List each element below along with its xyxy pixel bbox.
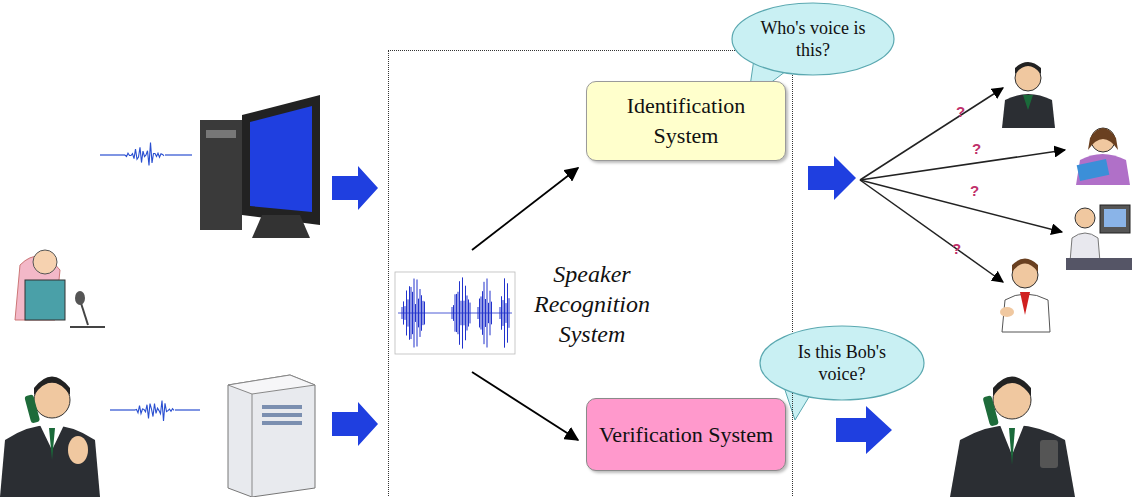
identification-box: Identification System (586, 81, 786, 161)
system-name: Identification System (598, 91, 774, 151)
candidate-person (1000, 259, 1050, 333)
waveform (125, 143, 164, 166)
claimed-speaker (950, 377, 1075, 497)
speech-bubble: Is this Bob's voice? (759, 325, 925, 401)
speaker-with-microphone (15, 250, 105, 327)
branch-arrow (472, 372, 578, 440)
waveform (135, 401, 174, 421)
system-region: Speaker Recognition System Identification… (388, 50, 793, 497)
candidate-person (1002, 62, 1055, 128)
question-mark: ? (956, 103, 965, 120)
verification-box: Verification System (586, 398, 786, 471)
speech-signal (395, 272, 515, 354)
server-tower (228, 375, 315, 497)
question-mark: ? (972, 140, 981, 157)
speech-text: Who's voice is this? (756, 17, 870, 61)
candidate-person (1076, 128, 1130, 185)
man-on-phone (0, 377, 100, 497)
question-mark: ? (952, 240, 961, 257)
speech-bubble: Who's voice is this? (731, 2, 895, 76)
candidate-line (860, 88, 1065, 282)
speech-text: Is this Bob's voice? (784, 341, 900, 385)
bubble-outline (759, 325, 925, 401)
region-title: Speaker Recognition System (517, 259, 667, 349)
computer-monitor (200, 95, 320, 238)
question-mark: ? (970, 182, 979, 199)
system-name: Verification System (598, 420, 774, 450)
branch-arrow (472, 168, 578, 250)
bubble-outline (731, 2, 895, 76)
candidate-person (1066, 205, 1132, 270)
